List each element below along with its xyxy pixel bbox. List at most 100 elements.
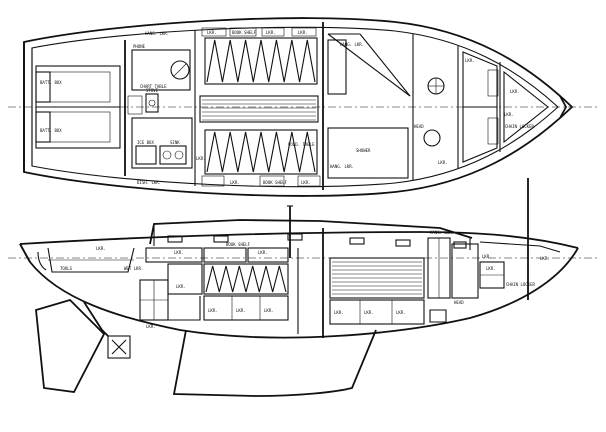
profile-label: WET LKR. — [124, 266, 143, 271]
profile-hull-bottom — [19, 243, 579, 339]
plan-label: CHAIN LOCKER — [505, 124, 534, 129]
plan-locker-10 — [487, 117, 499, 145]
profile-toilet — [429, 309, 447, 323]
profile-label: LKR. — [486, 266, 496, 271]
plan-chain-locker — [503, 70, 549, 144]
plan-label: HANG. LKR. — [330, 164, 354, 169]
profile-transom — [19, 243, 31, 263]
profile-label: LKR. — [540, 256, 550, 261]
profile-vberth-cushion — [329, 257, 425, 299]
plan-cockpit-locker-a — [35, 71, 51, 103]
plan-locker-4 — [297, 175, 321, 187]
profile-lower-lockers — [203, 295, 289, 321]
plan-cockpit-seat-port — [49, 71, 111, 103]
plan-label: BOOK SHELF — [263, 180, 288, 185]
plan-label: SHOWER — [356, 148, 371, 153]
plan-head-locker — [327, 39, 347, 95]
plan-label: LKR. — [301, 180, 311, 185]
plan-sink-bowl-a — [162, 150, 172, 160]
plan-label: SINK — [170, 140, 180, 145]
plan-label: LKR. — [196, 156, 206, 161]
profile-port-2 — [213, 235, 229, 243]
profile-locker-row-3 — [247, 247, 289, 263]
plan-stemhead — [559, 95, 568, 119]
plan-label: LKR. — [510, 89, 520, 94]
plan-icebox — [135, 145, 157, 165]
profile-prop-aperture — [107, 335, 131, 359]
profile-cabin-house — [149, 219, 473, 245]
plan-settee-port — [204, 37, 318, 85]
plan-head — [327, 127, 409, 179]
profile-label: LKR. — [208, 308, 218, 313]
profile-port-1 — [167, 235, 183, 243]
plan-sole-planks — [202, 99, 316, 121]
plan-locker-7 — [261, 27, 285, 37]
profile-label: TOOLS — [60, 266, 73, 271]
profile-cushion-lines — [332, 261, 422, 295]
plan-cockpit-seat-stbd — [49, 111, 111, 143]
profile-head-compartment — [451, 243, 479, 299]
plan-label: LKR. — [266, 30, 276, 35]
plan-locker-1 — [127, 95, 143, 115]
plan-settee-port-cushions — [206, 39, 316, 83]
plan-label: LKR. — [504, 112, 514, 117]
profile-view: LKR. BOOK SHELF LKR. LKR. HANG. LKR. WET… — [8, 178, 598, 397]
plan-toilet — [423, 129, 441, 147]
plan-label: LKR. — [465, 58, 475, 63]
plan-locker-5 — [201, 27, 227, 37]
profile-label: LKR. — [364, 310, 374, 315]
profile-fwd-lockers — [329, 299, 425, 325]
plan-view: HANG. LKR. BOOK SHELF LKR. LKR. LKR. PHO… — [8, 17, 598, 197]
profile-sheer-line — [19, 231, 579, 249]
plan-label: HEAD — [414, 124, 424, 129]
plan-stove-box — [145, 93, 159, 113]
plan-label: PHONE — [133, 44, 146, 49]
profile-port-4 — [349, 237, 365, 245]
profile-label: LKR. — [396, 310, 406, 315]
profile-label: LKR. — [264, 308, 274, 313]
plan-locker-2 — [201, 175, 225, 187]
plan-cockpit-locker-b — [35, 111, 51, 143]
profile-prop-blades — [111, 339, 127, 355]
plan-vberth — [462, 51, 498, 163]
plan-mast-partner — [327, 33, 411, 97]
plan-stove-burner — [148, 99, 156, 107]
profile-label: LKR. — [174, 250, 184, 255]
profile-galley-block — [203, 263, 289, 295]
profile-skeg — [83, 301, 109, 337]
plan-cabin-top-angle — [359, 33, 411, 97]
profile-pulpit-rail — [479, 241, 561, 253]
profile-label: HEAD — [454, 300, 464, 305]
plan-label: BATT. BOX — [40, 128, 62, 133]
plan-label: LKR. — [298, 30, 308, 35]
plan-cabin-sole — [199, 95, 319, 123]
plan-label: CHART TABLE — [140, 84, 167, 89]
plan-sink-bowl-b — [174, 150, 184, 160]
plan-chart-table — [131, 49, 191, 91]
plan-label: STOVE — [146, 88, 159, 93]
plan-label: HANG. LKR. — [340, 42, 364, 47]
profile-label: LKR. — [258, 250, 268, 255]
profile-locker-row-1 — [145, 247, 203, 263]
profile-port-3 — [287, 233, 303, 241]
profile-label: LKR. — [176, 284, 186, 289]
profile-cockpit-coaming — [37, 251, 47, 271]
profile-label: LKR. — [236, 308, 246, 313]
profile-label: BOOK SHELF — [226, 242, 251, 247]
profile-keel — [172, 329, 377, 397]
profile-rudder — [35, 298, 106, 393]
plan-locker-6 — [229, 27, 257, 37]
plan-label: ICE BOX — [137, 140, 154, 145]
profile-chart-table — [167, 263, 203, 295]
plan-hull-outline — [23, 17, 574, 197]
plan-galley-counter — [131, 117, 193, 169]
profile-port-5 — [395, 239, 411, 247]
profile-locker-row-2 — [203, 247, 247, 263]
profile-port-6 — [453, 241, 467, 249]
plan-locker-9 — [487, 69, 499, 97]
profile-label: LKR. — [482, 254, 492, 259]
plan-sink — [159, 145, 187, 165]
plan-label: DISH. LKR. — [137, 180, 161, 185]
profile-label: LKR. — [146, 324, 156, 329]
